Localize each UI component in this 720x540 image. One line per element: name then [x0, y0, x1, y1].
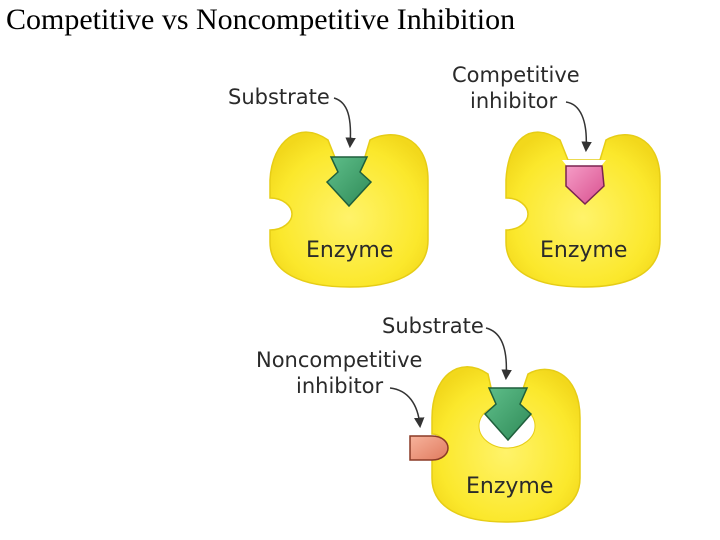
enzyme-shape — [505, 131, 661, 288]
competitive-inhibitor-shape — [565, 165, 605, 206]
noncompetitive-inhibitor-label-line1: Noncompetitive — [256, 348, 422, 372]
noncompetitive-inhibitor-shape — [409, 435, 449, 461]
competitive-inhibitor-label-line2: inhibitor — [470, 89, 558, 113]
enzyme-shape — [269, 131, 429, 288]
competitive-inhibitor-arrow — [565, 101, 592, 153]
substrate-shape — [325, 156, 373, 208]
panel-competitive-inhibition: Competitive inhibitor Enzyme — [452, 63, 661, 288]
slide-title: Competitive vs Noncompetitive Inhibition — [6, 3, 516, 36]
substrate-arrow — [333, 97, 356, 149]
substrate-arrow — [485, 327, 512, 381]
enzyme-label: Enzyme — [540, 238, 627, 263]
substrate-label: Substrate — [228, 85, 330, 109]
enzyme-label: Enzyme — [466, 474, 553, 499]
noncompetitive-inhibitor-label-line2: inhibitor — [296, 374, 384, 398]
enzyme-label: Enzyme — [306, 238, 393, 263]
panel-noncompetitive-inhibition: Substrate Noncompetitive inhibitor Enzym… — [256, 314, 581, 523]
substrate-shape — [483, 387, 533, 442]
competitive-inhibitor-label-line1: Competitive — [452, 63, 580, 87]
noncompetitive-inhibitor-arrow — [389, 387, 425, 429]
substrate-label: Substrate — [382, 314, 484, 338]
panel-substrate-binding: Substrate Enzyme — [228, 85, 429, 288]
